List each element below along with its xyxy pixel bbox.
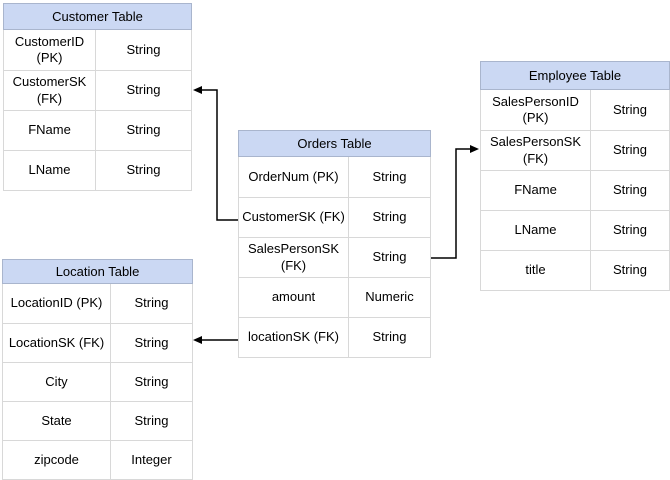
location-table-header: Location Table (2, 259, 193, 284)
field-cell: City (3, 363, 111, 401)
arrowhead-left-icon (193, 86, 202, 94)
field-cell: LocationSK (FK) (3, 324, 111, 362)
table-row: CustomerSK (FK) String (4, 70, 191, 110)
arrow-orders-to-employee (431, 145, 479, 259)
field-cell: CustomerID (PK) (4, 30, 96, 70)
table-row: CustomerSK (FK) String (239, 197, 430, 237)
table-row: LName String (4, 150, 191, 190)
location-table-title: Location Table (55, 264, 140, 279)
type-cell: String (372, 249, 407, 265)
type-cell: String (372, 329, 407, 345)
field-cell: zipcode (3, 441, 111, 479)
type-cell: Numeric (365, 289, 414, 305)
customer-table-title: Customer Table (52, 9, 143, 24)
table-row: SalesPersonSK (FK) String (481, 130, 669, 170)
table-row: LocationSK (FK) String (3, 323, 192, 362)
arrowhead-right-icon (470, 145, 479, 153)
customer-table-header: Customer Table (3, 3, 192, 30)
employee-table-body: SalesPersonID (PK) String SalesPersonSK … (480, 90, 670, 291)
orders-table-header: Orders Table (238, 130, 431, 157)
table-row: FName String (4, 110, 191, 150)
employee-table: Employee Table SalesPersonID (PK) String… (480, 61, 670, 291)
type-cell: String (613, 182, 647, 198)
table-row: OrderNum (PK) String (239, 157, 430, 197)
type-cell: String (134, 373, 169, 389)
type-cell: String (134, 295, 169, 311)
type-cell: String (372, 168, 407, 184)
table-row: SalesPersonID (PK) String (481, 90, 669, 130)
field-cell: FName (481, 171, 591, 210)
field-cell: State (3, 402, 111, 440)
field-cell: CustomerSK (FK) (239, 198, 349, 237)
type-cell: String (134, 412, 169, 428)
field-cell: FName (4, 111, 96, 150)
type-cell: String (613, 101, 647, 117)
arrowhead-left-icon (193, 336, 202, 344)
customer-table-body: CustomerID (PK) String CustomerSK (FK) S… (3, 30, 192, 191)
employee-table-title: Employee Table (528, 68, 622, 83)
type-cell: String (613, 142, 647, 158)
field-cell: LName (4, 151, 96, 190)
table-row: LocationID (PK) String (3, 284, 192, 323)
field-cell: CustomerSK (FK) (4, 71, 96, 110)
type-cell: String (126, 41, 161, 57)
field-cell: LocationID (PK) (3, 284, 111, 323)
orders-table: Orders Table OrderNum (PK) String Custom… (238, 130, 431, 358)
type-cell: String (613, 222, 647, 238)
arrow-orders-to-location (193, 336, 238, 344)
type-cell: String (126, 82, 161, 98)
field-cell: LName (481, 211, 591, 250)
orders-table-title: Orders Table (297, 136, 372, 151)
table-row: SalesPersonSK (FK) String (239, 237, 430, 277)
type-cell: String (126, 162, 161, 178)
field-cell: SalesPersonSK (FK) (481, 131, 591, 170)
arrow-orders-to-customer (193, 86, 238, 221)
employee-table-header: Employee Table (480, 61, 670, 90)
location-table: Location Table LocationID (PK) String Lo… (2, 259, 193, 480)
table-row: LName String (481, 210, 669, 250)
table-row: locationSK (FK) String (239, 317, 430, 357)
type-cell: String (134, 334, 169, 350)
table-row: amount Numeric (239, 277, 430, 317)
table-row: CustomerID (PK) String (4, 30, 191, 70)
field-cell: SalesPersonSK (FK) (239, 238, 349, 277)
field-cell: locationSK (FK) (239, 318, 349, 357)
location-table-body: LocationID (PK) String LocationSK (FK) S… (2, 284, 193, 480)
type-cell: String (613, 262, 647, 278)
field-cell: SalesPersonID (PK) (481, 90, 591, 130)
table-row: State String (3, 401, 192, 440)
type-cell: Integer (131, 451, 172, 467)
field-cell: OrderNum (PK) (239, 157, 349, 197)
table-row: City String (3, 362, 192, 401)
type-cell: String (126, 122, 161, 138)
table-row: zipcode Integer (3, 440, 192, 479)
field-cell: title (481, 251, 591, 290)
field-cell: amount (239, 278, 349, 317)
type-cell: String (372, 209, 407, 225)
table-row: FName String (481, 170, 669, 210)
orders-table-body: OrderNum (PK) String CustomerSK (FK) Str… (238, 157, 431, 358)
customer-table: Customer Table CustomerID (PK) String Cu… (3, 3, 192, 191)
table-row: title String (481, 250, 669, 290)
